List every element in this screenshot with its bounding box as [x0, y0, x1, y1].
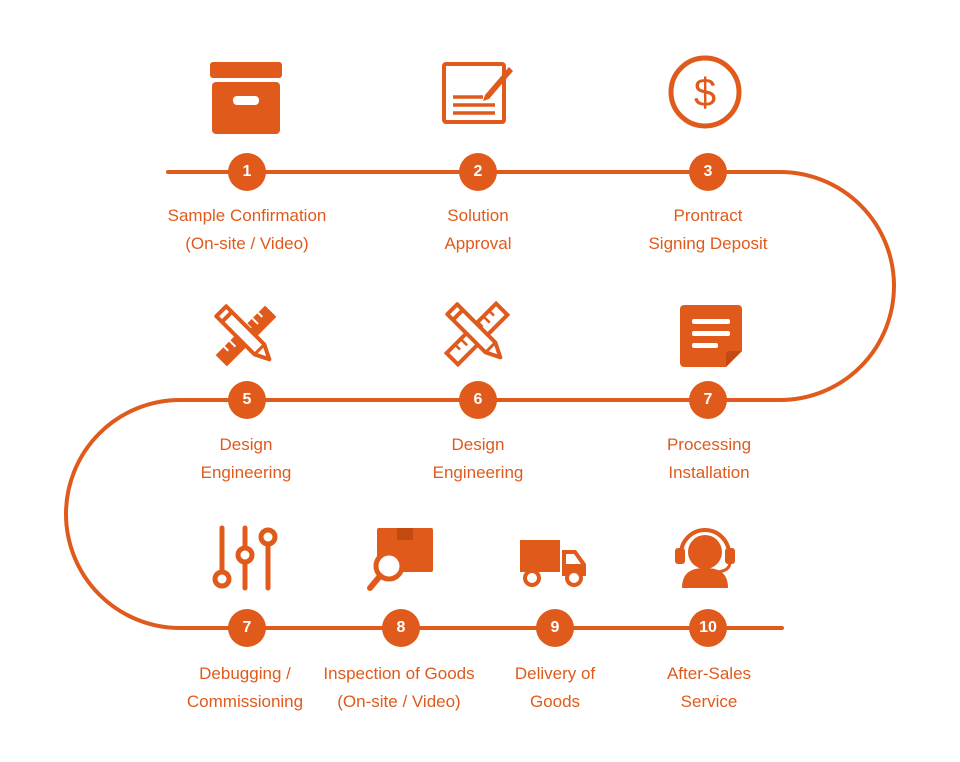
step-label-line: Design — [451, 435, 505, 454]
document-lines-icon — [680, 305, 742, 367]
step-label: Prontract Signing Deposit — [608, 202, 808, 258]
box-magnifier-icon — [367, 528, 433, 591]
step-label: Design Engineering — [146, 431, 346, 487]
step-label-line: Engineering — [200, 463, 292, 482]
step-label: Design Engineering — [378, 431, 578, 487]
step-label-line: Commissioning — [186, 692, 304, 711]
step-label-line: Solution — [447, 206, 509, 225]
step-label-line: Delivery of — [514, 664, 596, 683]
step-number-badge: 9 — [536, 609, 574, 647]
step-label: Inspection of Goods (On-site / Video) — [299, 660, 499, 716]
step-number-badge: 6 — [459, 381, 497, 419]
step-label-line: Signing Deposit — [648, 234, 768, 253]
step-label-line: Installation — [668, 463, 750, 482]
step-label-line: Service — [680, 692, 738, 711]
document-pen-icon — [442, 62, 513, 124]
step-label: Sample Confirmation (On-site / Video) — [147, 202, 347, 258]
pencil-ruler-icon — [214, 304, 277, 367]
dollar-coin-icon: $ — [668, 55, 742, 129]
step-label-line: Design — [219, 435, 273, 454]
step-label: Processing Installation — [609, 431, 809, 487]
archive-box-icon — [210, 62, 282, 134]
step-label-line: Processing — [666, 435, 752, 454]
step-number-badge: 1 — [228, 153, 266, 191]
step-number-badge: 8 — [382, 609, 420, 647]
step-label-line: Engineering — [432, 463, 524, 482]
step-label-line: After-Sales — [666, 664, 752, 683]
sliders-icon — [212, 525, 278, 591]
step-label-line: Inspection of Goods — [323, 664, 475, 683]
step-label-line: Sample Confirmation — [167, 206, 327, 225]
step-label-line: Debugging / — [199, 664, 291, 683]
step-number-badge: 2 — [459, 153, 497, 191]
step-label: Solution Approval — [378, 202, 578, 258]
svg-text:$: $ — [694, 71, 716, 115]
step-number-badge: 10 — [689, 609, 727, 647]
step-label-line: (On-site / Video) — [185, 234, 309, 253]
step-number-badge: 5 — [228, 381, 266, 419]
step-label: After-Sales Service — [609, 660, 809, 716]
delivery-truck-icon — [520, 540, 586, 587]
step-label-line: Prontract — [673, 206, 743, 225]
step-number-badge: 7 — [689, 381, 727, 419]
step-label: Debugging / Commissioning — [145, 660, 345, 716]
step-label-line: Goods — [529, 692, 581, 711]
headset-support-icon — [675, 528, 735, 588]
pencil-ruler-icon — [443, 301, 511, 367]
step-number-badge: 3 — [689, 153, 727, 191]
step-label-line: Approval — [444, 234, 512, 253]
step-label: Delivery of Goods — [455, 660, 655, 716]
step-label-line: (On-site / Video) — [337, 692, 461, 711]
step-number-badge: 7 — [228, 609, 266, 647]
